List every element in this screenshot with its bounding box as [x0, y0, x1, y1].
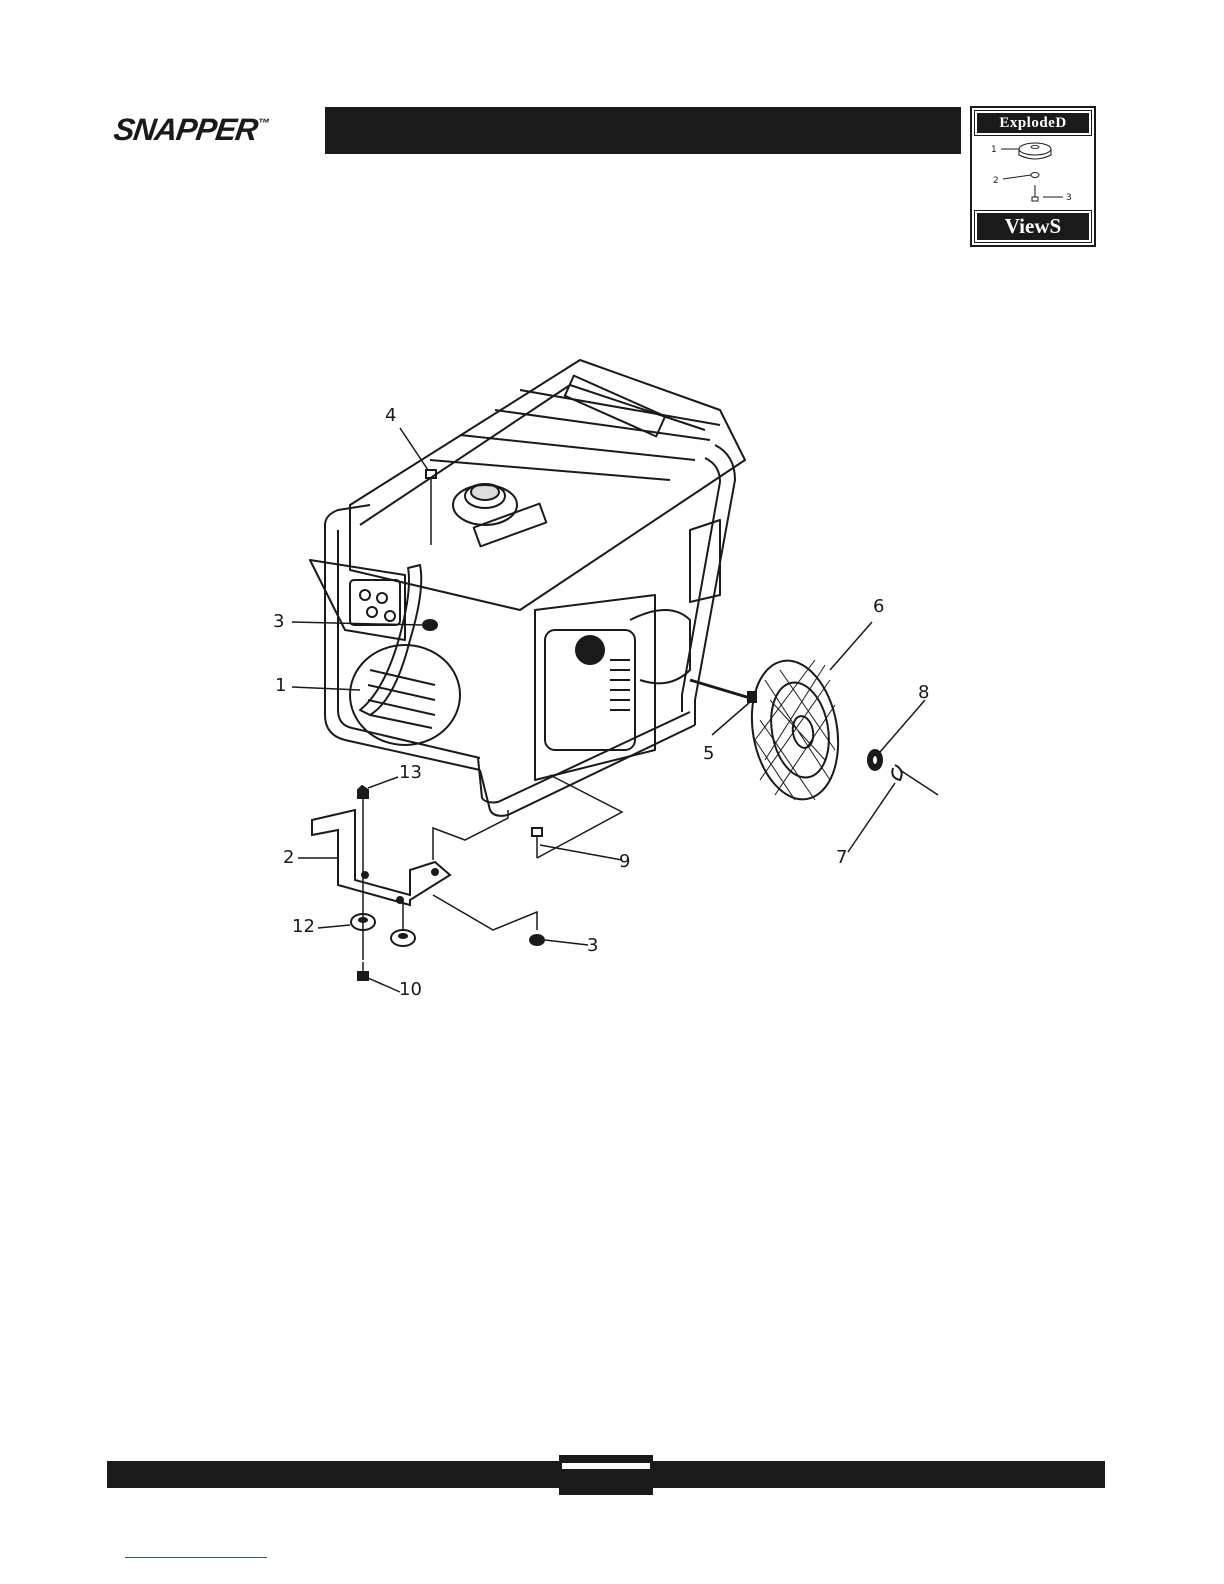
callout-leaders	[292, 428, 925, 992]
callout-6: 6	[873, 598, 884, 616]
generator-exploded-diagram	[250, 340, 950, 1020]
footer-page-tab	[559, 1455, 653, 1495]
exploded-views-badge: ExplodeD 1 2 3 ViewS	[970, 106, 1096, 247]
callout-3-nut-lower: 3	[587, 937, 598, 955]
badge-bottom-label: ViewS	[975, 211, 1091, 242]
badge-top-label: ExplodeD	[975, 111, 1091, 135]
callout-8: 8	[918, 684, 929, 702]
badge-callout-3: 3	[1066, 193, 1072, 203]
header-title-bar	[325, 107, 961, 154]
callout-5: 5	[703, 745, 714, 763]
callout-7: 7	[836, 849, 847, 867]
badge-mini-diagram: 1 2 3	[975, 135, 1093, 215]
badge-callout-1: 1	[991, 145, 997, 155]
callout-3-nut-upper: 3	[273, 613, 284, 631]
callout-2: 2	[283, 849, 294, 867]
footer-tab-notch	[562, 1463, 650, 1469]
callout-9: 9	[619, 853, 630, 871]
badge-callout-2: 2	[993, 176, 999, 186]
callout-10: 10	[399, 981, 422, 999]
callout-1: 1	[275, 677, 286, 695]
snapper-logo: SNAPPER™	[111, 112, 270, 148]
wheel-assembly	[690, 654, 938, 806]
footer-link-underline[interactable]	[125, 1557, 267, 1558]
callout-12: 12	[292, 918, 315, 936]
brand-name: SNAPPER	[112, 112, 260, 147]
callout-4: 4	[385, 407, 396, 425]
callout-13: 13	[399, 764, 422, 782]
trademark-symbol: ™	[257, 116, 270, 130]
generator-outline	[310, 360, 745, 816]
mounting-bracket	[312, 470, 622, 980]
